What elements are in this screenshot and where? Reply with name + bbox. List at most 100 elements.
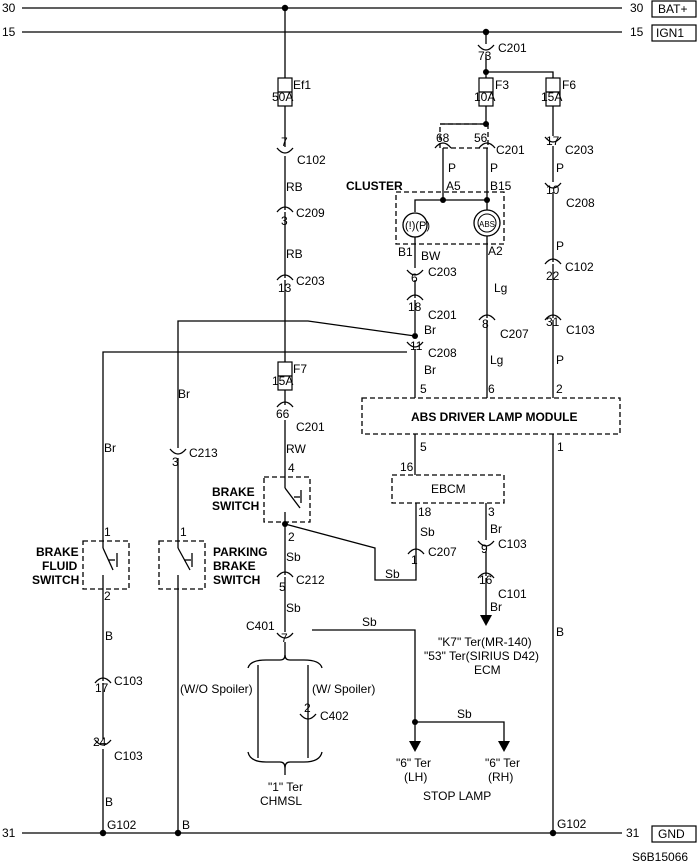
ign-feed: 73 C201 F3 10A F6 15A — [474, 32, 576, 127]
wire-sb-6: Sb — [457, 707, 472, 721]
c201-f7-pin: 66 — [276, 407, 290, 421]
brake-fluid-switch-pin2: 2 — [104, 589, 111, 603]
wire-br-2: Br — [424, 363, 436, 377]
c203-cluster-pin: 6 — [411, 271, 418, 285]
wire-rb-2: RB — [286, 247, 303, 261]
wire-sb-3: Sb — [385, 567, 400, 581]
figure-id: S6B15066 — [632, 850, 688, 864]
c103-ebcm-pin: 9 — [481, 542, 488, 556]
wire-br-5: Br — [490, 522, 502, 536]
parking-brake-switch-label-2: BRAKE — [213, 559, 256, 573]
c208-right-pin: 10 — [546, 183, 560, 197]
c401-pin: 7 — [281, 631, 288, 645]
c213-pin: 3 — [172, 455, 179, 469]
brake-switch: BRAKE SWITCH 2 Sb 5 C212 Sb 7 C401 Sb — [212, 476, 417, 645]
f6-circuit: 17 C203 P 10 C208 P 22 C102 31 C103 P 2 … — [486, 106, 595, 398]
wire-sb-5: Sb — [362, 615, 377, 629]
cluster-pin-b1: B1 — [398, 245, 413, 259]
wire-b-2: B — [105, 795, 113, 809]
fuse-ef1-name: Ef1 — [293, 78, 311, 92]
module-pin6: 6 — [488, 382, 495, 396]
ign-rail-num-right: 15 — [630, 25, 644, 39]
ecm-line2: "53" Ter(SIRIUS D42) — [424, 649, 539, 663]
ebcm-pin16: 16 — [400, 460, 414, 474]
c102-left-pin: 7 — [281, 135, 288, 149]
wire-sb-2: Sb — [286, 601, 301, 615]
cluster: CLUSTER A5 B15 (!)(P) ABS B1 A2 BW 6 C20… — [346, 172, 529, 341]
c208-mid-name: C208 — [428, 346, 457, 360]
fuse-f7-rating: 15A — [272, 374, 293, 388]
wire-b-3: B — [556, 625, 564, 639]
chmsl-ter: "1" Ter — [268, 780, 303, 794]
c201-cluster-name: C201 — [496, 143, 525, 157]
module-pin1: 1 — [557, 440, 564, 454]
wire-sb-4: Sb — [420, 525, 435, 539]
wire-p-3: P — [556, 161, 564, 175]
chmsl-wo-spoiler: (W/O Spoiler) — [180, 682, 253, 696]
brake-fluid-switch-label-1: BRAKE — [36, 545, 79, 559]
ground-left: G102 — [107, 818, 137, 832]
wire-rb-1: RB — [286, 180, 303, 194]
c203-left-name: C203 — [296, 274, 325, 288]
c201-cluster-pin-a: 68 — [436, 131, 450, 145]
parking-brake-switch-label-3: SWITCH — [213, 573, 260, 587]
wire-b-4: B — [182, 818, 190, 832]
c213-name: C213 — [189, 446, 218, 460]
cluster-lamp-left: (!)(P) — [405, 220, 430, 232]
ecm-line3: ECM — [474, 663, 501, 677]
c103-ebcm-name: C103 — [498, 537, 527, 551]
cluster-lamp-right: ABS — [479, 220, 495, 229]
chmsl-w-spoiler: (W/ Spoiler) — [312, 682, 375, 696]
parking-brake-switch: 3 C213 1 PARKING BRAKE SWITCH B — [158, 446, 267, 833]
c103-right-name: C103 — [566, 323, 595, 337]
fuse-f3-rating: 10A — [474, 90, 495, 104]
brake-fluid-switch-pin1: 1 — [104, 525, 111, 539]
c208-mid-pin: 11 — [410, 339, 423, 353]
fuse-f6-rating: 15A — [541, 90, 562, 104]
bat-rail: 30 30 BAT+ — [2, 0, 697, 18]
ecm-line1: "K7" Ter(MR-140) — [438, 635, 532, 649]
c207-lg-pin: 8 — [482, 317, 489, 331]
stop-lamp-name: STOP LAMP — [423, 789, 491, 803]
c402-name: C402 — [320, 709, 349, 723]
bat-rail-num-left: 30 — [2, 1, 16, 15]
cluster-pin-a2: A2 — [488, 244, 503, 258]
ign-rail-label: IGN1 — [656, 26, 684, 40]
ign-rail: 15 15 IGN1 — [2, 24, 697, 42]
c203-right-pin: 17 — [546, 134, 560, 148]
wire-br-6: Br — [490, 600, 502, 614]
c203-cluster-name: C203 — [428, 265, 457, 279]
c103-a-pin: 17 — [95, 681, 109, 695]
stop-lamp-rh: (RH) — [488, 770, 513, 784]
c212-pin: 5 — [279, 580, 286, 594]
module-pin2: 2 — [556, 382, 563, 396]
module-title: ABS DRIVER LAMP MODULE — [411, 410, 577, 424]
module-pin5-bottom: 5 — [420, 440, 427, 454]
wire-lg-1: Lg — [494, 281, 507, 295]
bat-rail-label: BAT+ — [658, 2, 687, 16]
brake-switch-pin2: 2 — [288, 530, 295, 544]
stop-lamp-lh: (LH) — [404, 770, 427, 784]
wire-br-3: Br — [178, 387, 190, 401]
module-pin5-top: 5 — [420, 382, 427, 396]
gnd-rail-label: GND — [658, 827, 685, 841]
c207-sb-pin: 1 — [411, 553, 418, 567]
c103-b-name: C103 — [114, 749, 143, 763]
brake-switch-label-2: SWITCH — [212, 499, 259, 513]
stop-lamp-rh-ter: "6" Ter — [485, 756, 520, 770]
abs-driver-lamp-module: ABS DRIVER LAMP MODULE 5 16 1 B G102 — [361, 397, 621, 833]
c201-top-pin: 73 — [478, 49, 492, 63]
c401-name: C401 — [246, 619, 275, 633]
ebcm-pin3: 3 — [488, 505, 495, 519]
c101-name: C101 — [498, 587, 527, 601]
wire-bw: BW — [421, 249, 441, 263]
brake-fluid-switch-label-3: SWITCH — [32, 573, 79, 587]
ign-rail-num-left: 15 — [2, 25, 16, 39]
ebcm: EBCM 18 Sb 1 C207 3 Br 9 C103 16 C101 Br… — [391, 474, 539, 677]
ef1-circuit: Ef1 50A 7 C102 RB 3 C209 RB 13 C203 F7 1… — [272, 8, 326, 488]
wire-p-1: P — [448, 161, 456, 175]
c103-a-name: C103 — [114, 674, 143, 688]
brake-switch-label-1: BRAKE — [212, 485, 255, 499]
c212-name: C212 — [296, 573, 325, 587]
